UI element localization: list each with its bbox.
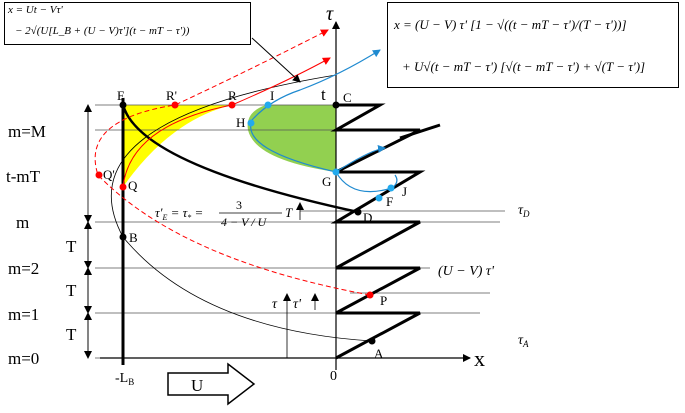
point-j <box>387 184 395 192</box>
label-a: A <box>374 346 384 361</box>
right-equation-box: x = (U − V) τ' [1 − √((t − mT − τ')/(T −… <box>387 2 679 88</box>
row-label-mM: m=M <box>8 122 46 141</box>
label-d: D <box>363 210 372 225</box>
point-h <box>247 119 255 127</box>
flow-arrow-shape <box>167 362 256 406</box>
point-f <box>375 194 383 202</box>
point-e <box>119 101 127 109</box>
segment-label: (U − V) τ' <box>438 264 495 279</box>
svg-text:T: T <box>285 205 293 220</box>
label-b: B <box>129 230 138 245</box>
green-region <box>247 105 336 172</box>
pointer-arrow-left-eq <box>251 37 301 83</box>
blue-short-curve <box>335 144 386 173</box>
right-eq-line1: x = (U − V) τ' [1 − √((t − mT − τ')/(T −… <box>394 17 627 32</box>
right-eq-line2: + U√(t − mT − τ') [√(t − mT − τ') + √(T … <box>402 59 646 74</box>
left-eq-line1: x = Ut − Vτ' <box>8 4 63 16</box>
point-q-prime <box>95 171 103 179</box>
label-q: Q <box>128 178 138 193</box>
yellow-region <box>123 105 232 187</box>
x-axis-label: x <box>474 346 485 371</box>
sawtooth-trajectory <box>330 103 426 360</box>
row-label-m2: m=2 <box>8 259 39 278</box>
left-eq-line2: − 2√(U[L_B + (U − V)τ'](t − mT − τ')) <box>15 25 190 37</box>
left-wall-label: -LB <box>115 371 134 387</box>
label-c: C <box>343 90 352 105</box>
label-h: H <box>236 115 245 130</box>
thin-black-curve <box>110 74 373 342</box>
row-label-m0: m=0 <box>8 349 39 368</box>
label-t: t <box>321 85 326 104</box>
label-r-prime: R' <box>166 88 177 103</box>
tau-lower-label: τ <box>272 297 278 312</box>
interval-label-1: T <box>66 325 77 344</box>
interval-label-3: T <box>66 237 77 256</box>
label-q-prime: Q' <box>103 167 115 182</box>
row-label-t-mt: t-mT <box>6 167 41 186</box>
tau-e-formula: τ'E = τ* = 3 4 − V / U T <box>155 198 293 229</box>
label-f: F <box>386 194 393 209</box>
point-g <box>332 168 340 176</box>
label-r: R <box>228 88 237 103</box>
tau-a-label: τA <box>518 333 529 349</box>
tau-d-label: τD <box>518 203 530 219</box>
point-b <box>119 233 127 241</box>
points <box>95 101 395 345</box>
thick-black-curve <box>121 104 359 214</box>
label-e: E <box>117 88 125 103</box>
interval-label-2: T <box>66 281 77 300</box>
left-equation-box: x = Ut − Vτ' − 2√(U[L_B + (U − V)τ'](t −… <box>4 2 251 45</box>
point-q <box>119 183 127 191</box>
label-i: I <box>270 88 274 103</box>
svg-text:3: 3 <box>236 198 242 212</box>
point-a <box>368 337 376 345</box>
point-r <box>228 101 236 109</box>
label-g: G <box>322 174 331 189</box>
tau-prime-lower-label: τ' <box>293 297 302 312</box>
origin-label: 0 <box>330 369 337 384</box>
row-label-m1: m=1 <box>8 305 39 324</box>
label-p: P <box>380 293 387 308</box>
point-p <box>366 291 374 299</box>
svg-text:τ'E = τ* =: τ'E = τ* = <box>155 205 203 222</box>
flow-label: U <box>191 376 203 395</box>
row-label-m: m <box>16 213 29 232</box>
point-d <box>354 208 362 216</box>
point-c <box>332 101 340 109</box>
label-j: J <box>402 184 407 199</box>
svg-text:4 − V / U: 4 − V / U <box>221 215 268 229</box>
point-i <box>264 101 272 109</box>
tau-axis-label: τ <box>326 3 334 25</box>
point-r-prime <box>171 101 179 109</box>
